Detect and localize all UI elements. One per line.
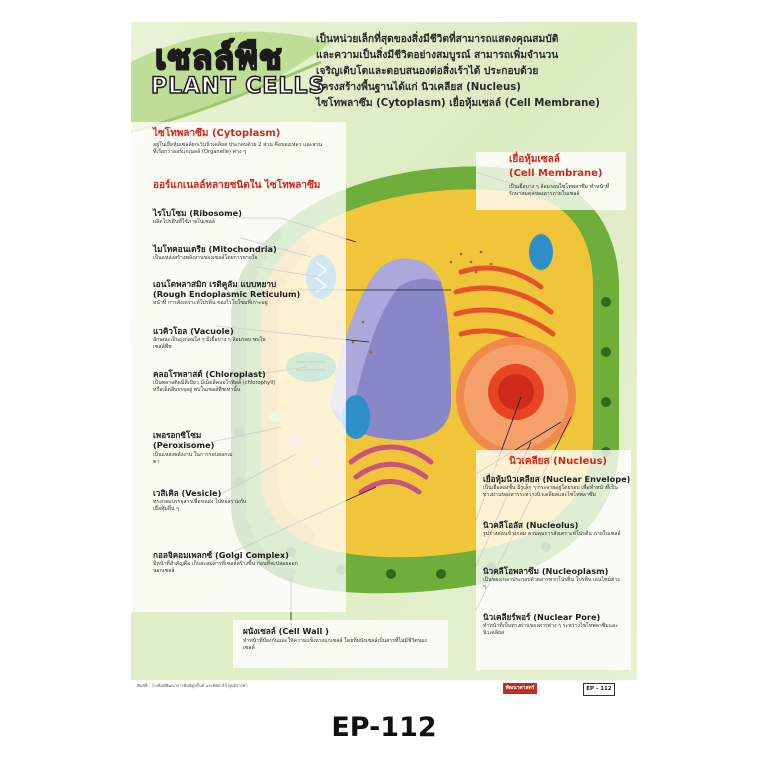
endoplasmic-reticulum-shape [453, 265, 556, 355]
rough-er-label-en: (Rough Endoplasmic Reticulum) [153, 289, 301, 299]
nucleoplasm-label: นิวคลีโอพลาซึม (Nucleoplasm) [483, 566, 609, 576]
publisher-logo: พัฒนาศาสตร์ [503, 683, 537, 694]
vacuole-desc: ลักษณะเป็นถุงกลมใส ๆ มีเยื่อบาง ๆ ล้อมรอ… [153, 337, 266, 350]
nuclear-envelope-desc: เป็นเยื่อสองชั้น มีรูเล็ก ๆ กระจายอยู่โด… [483, 485, 618, 498]
golgi-shape [348, 444, 434, 495]
poster-footer: พิมพ์ที่ : โรงพิมพ์พิฒนาการพิมพ์ดูพริ้นท… [131, 680, 637, 698]
cell-wall-desc: ทำหน้าที่ป้องกันและให้ความแข็งแรงแก่เซลล… [243, 638, 427, 651]
mitochondria-desc: เป็นแหล่งสร้างพลังงานของเซลล์โดยการหายใจ [153, 255, 258, 261]
intro-line: เป็นหน่วยเล็กที่สุดของสิ่งมีชีวิตที่สามา… [316, 34, 559, 45]
cell-wall-panel [233, 620, 448, 668]
nuclear-envelope-label: เยื่อหุ้มนิวเคลียส (Nuclear Envelope) [483, 474, 631, 484]
cell-wall-label: ผนังเซลล์ (Cell Wall ) [243, 626, 329, 636]
nucleus-heading: นิวเคลียส (Nucleus) [509, 456, 607, 467]
vesicle-label: เวสิเคิล (Vesicle) [153, 488, 222, 498]
peroxisome-desc: เป็นแหล่งพลังงาน ในการรอบออกเมตา [153, 452, 233, 465]
intro-line: เจริญเติบโตและตอบสนองต่อสิ่งเร้าได้ ประก… [316, 66, 539, 77]
vacuole-label: แวคิวโอล (Vacuole) [153, 326, 234, 336]
membrane-panel [476, 152, 626, 210]
peroxisome-label: เพอรอกซิโซม [153, 430, 202, 440]
organelles-heading: ออร์แกเนลล์หลายชนิดใน ไซโทพลาซึม [153, 180, 321, 191]
rough-er-label: เอนโดพลาสมิก เรติคูลัม แบบหยาบ [153, 279, 277, 289]
intro-line: โครงสร้างพื้นฐานได้แก่ นิวเคลียส (Nucleu… [316, 82, 521, 93]
nucleolus-label: นิวคลีโอลัส (Nucleolus) [483, 520, 579, 530]
nucleus-panel [476, 450, 631, 670]
intro-line: และความเป็นสิ่งมีชีวิตอย่างสมบูรณ์ สามาร… [316, 50, 559, 61]
golgi-desc: มีหน้าที่สำคัญคือ เก็บสะสมสารที่เซลล์สร้… [153, 561, 298, 574]
chloroplast-label: คลอโรพลาสต์ (Chloroplast) [153, 369, 266, 379]
ribosome-label: ไรโบโซม (Ribosome) [153, 208, 242, 218]
intro-line: ไซโทพลาซึม (Cytoplasm) เยื่อหุ้มเซลล์ (C… [316, 98, 600, 109]
vesicle-desc: ทรงกลมบรรจุสารเพื่อขนส่ง ไปทอลรวมกับเยื่… [153, 499, 247, 512]
cell-membrane-label-en: (Cell Membrane) [509, 168, 603, 179]
nucleolus-desc: รูปร่างค่อนข้างกลม ควบคุมการสังเคราะห์โป… [483, 531, 621, 537]
rough-er-desc: หน้าที่ การสังเคราะห์โปรตีน ของไรโบโซมที… [153, 300, 268, 306]
title-thai: เซลล์พืช [154, 37, 283, 79]
chloroplast-desc: เป็นพลาสติดมีสีเขียว มีเม็ดสีคลอโรฟิลล์ … [153, 380, 276, 393]
footer-text: พิมพ์ที่ : โรงพิมพ์พิฒนาการพิมพ์ดูพริ้นท… [137, 683, 248, 688]
left-label-panel [131, 122, 346, 612]
cell-membrane-desc: เป็นเยื่อบาง ๆ ล้อมรอบไซโทพลาซึม ทำหน้าท… [509, 184, 610, 197]
nuclear-pore-label: นิวเคลียร์พอร์ (Nuclear Pore) [483, 612, 601, 622]
cell-membrane-label-th: เยื่อหุ้มเซลล์ [509, 154, 560, 165]
intro-text: เป็นหน่วยเล็กที่สุดของสิ่งมีชีวิตที่สามา… [316, 32, 632, 112]
mitochondria-label: ไมโทคอนเดรีย (Mitochondria) [153, 244, 277, 254]
nuclear-pore-desc: ทำหน้าที่เป็นทางผ่านของสารต่าง ๆ ระหว่าง… [483, 623, 619, 636]
title-english: PLANT CELLS [150, 73, 326, 100]
golgi-label: กอลจิคอมเพลกซ์ (Golgi Complex) [153, 550, 289, 560]
nucleoplasm-desc: เป็นของเหลวประกอบด้วยสารพวกโปรตีน โปรตีน… [483, 577, 620, 590]
footer-code: EP - 112 [583, 683, 615, 696]
ribosome-desc: ผลิตโปรตีนที่ใช้ภายในเซลล์ [153, 219, 215, 225]
cytoplasm-label: ไซโทพลาซึม (Cytoplasm) [153, 128, 281, 139]
product-code: EP-112 [331, 712, 437, 743]
poster: เซลล์พืช PLANT CELLS เป็นหน่วยเล็กที่สุด… [131, 22, 637, 698]
cytoplasm-desc: อยู่ในเยื่อหุ้มเซลล์ยกเว้นนิวเคลียส ประก… [153, 142, 323, 155]
peroxisome-label-en: (Peroxisome) [153, 440, 215, 450]
